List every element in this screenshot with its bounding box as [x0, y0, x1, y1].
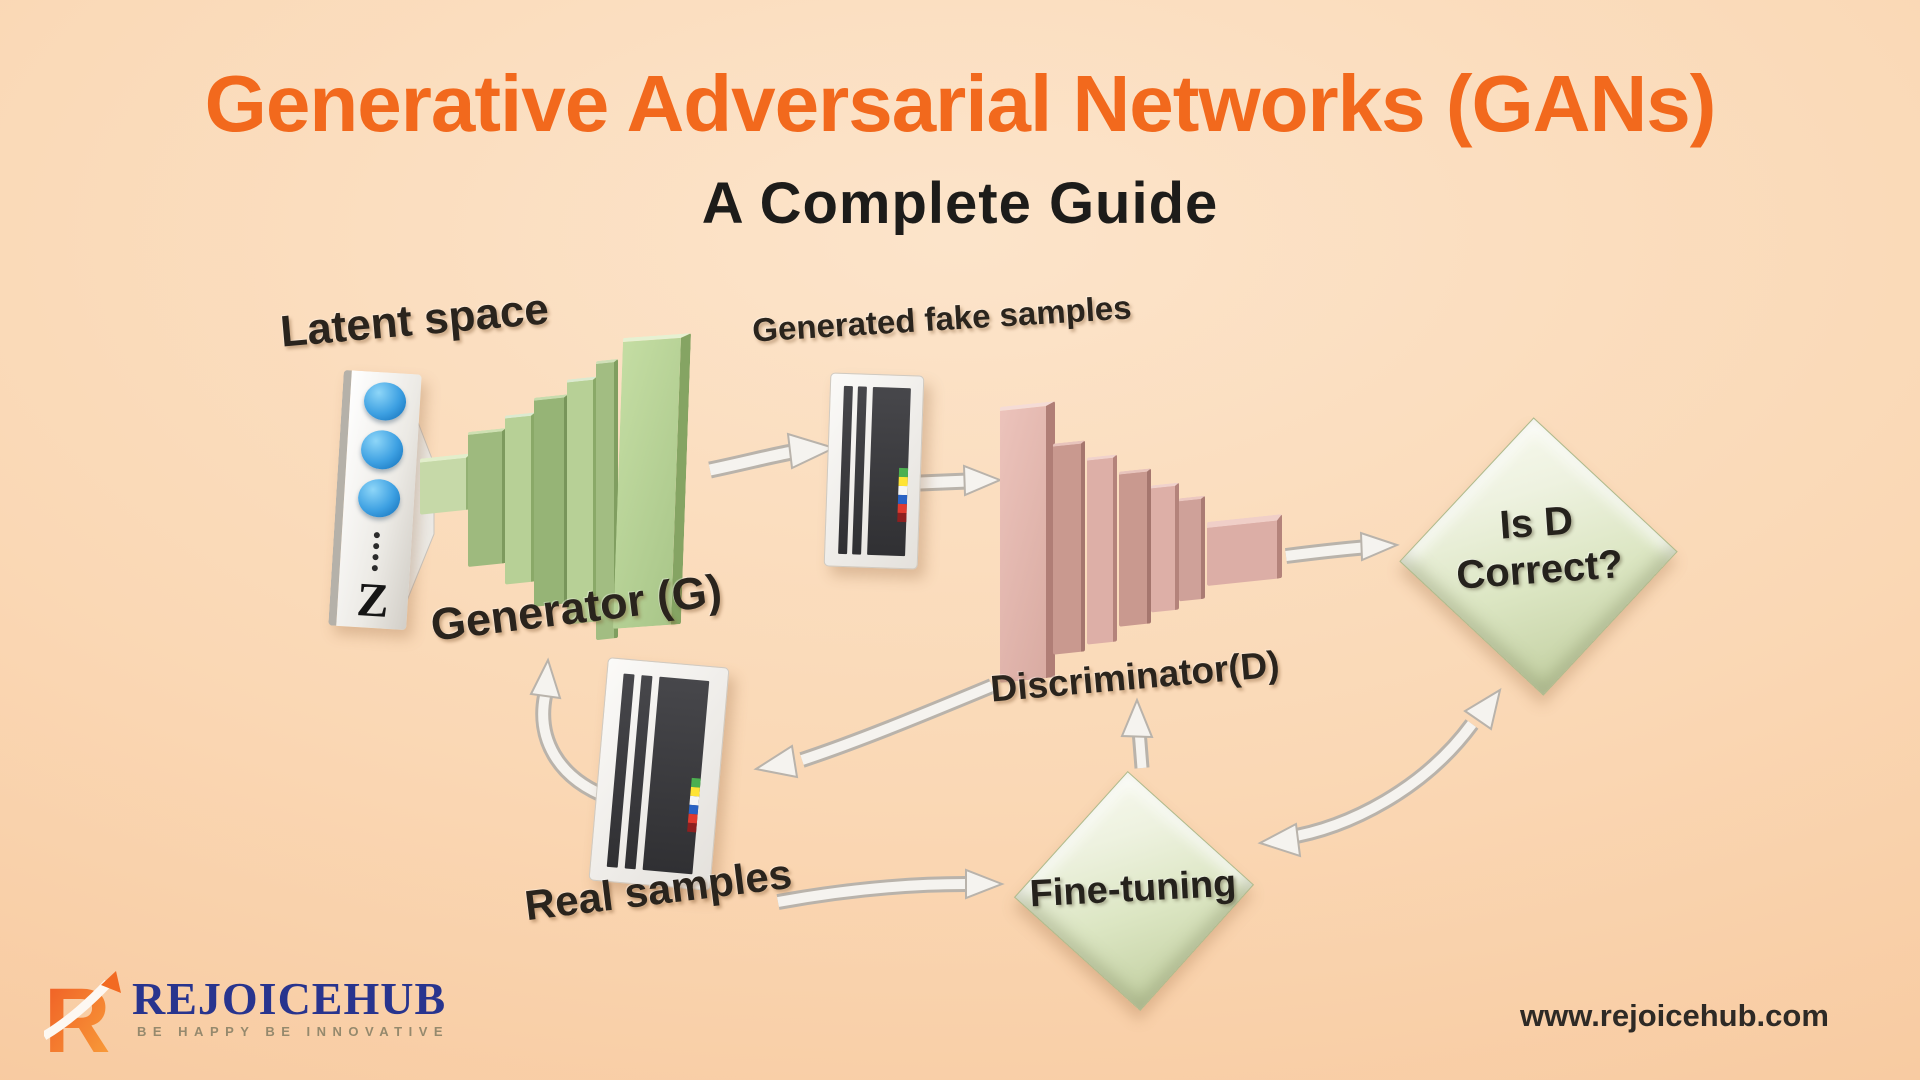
website-url: www.rejoicehub.com [1520, 998, 1829, 1033]
is-d-correct-line1: Is D [1498, 498, 1575, 548]
arrow-fake-samples-to-discriminator [919, 464, 1003, 497]
rejoicehub-brand-text: REJOICEHUB [132, 973, 447, 1024]
latent-node-sphere [359, 429, 405, 471]
arrow-generator-to-fake-samples [708, 432, 837, 479]
generated-fake-samples-panel [823, 372, 925, 570]
latent-node-sphere [362, 381, 408, 423]
is-d-correct-line2: Correct? [1454, 542, 1625, 598]
latent-z-symbol: Z [355, 573, 391, 628]
rejoicehub-tagline: BE HAPPY BE INNOVATIVE [137, 1024, 450, 1039]
color-reference-bar [897, 467, 909, 523]
arrow-real-samples-to-generator [529, 657, 613, 806]
page-subtitle: A Complete Guide [701, 171, 1219, 236]
page-title: Generative Adversarial Networks (GANs) [204, 59, 1717, 148]
latent-ellipsis-dots [371, 527, 381, 572]
latent-space-vector: Z [328, 369, 422, 631]
arrow-real-samples-to-fine-tuning [776, 868, 1005, 910]
latent-node-sphere [356, 477, 402, 519]
real-samples-panel [588, 657, 730, 891]
arrow-is-d-correct-to-fine-tuning [1257, 687, 1502, 858]
arrow-fine-tuning-to-discriminator [1120, 697, 1154, 769]
is-d-correct-label: Is D Correct? [1425, 492, 1651, 601]
arrow-discriminator-to-real-samples [753, 678, 996, 779]
rejoicehub-logo-icon: R [44, 970, 121, 1064]
arrow-discriminator-to-is-d-correct [1284, 531, 1400, 564]
